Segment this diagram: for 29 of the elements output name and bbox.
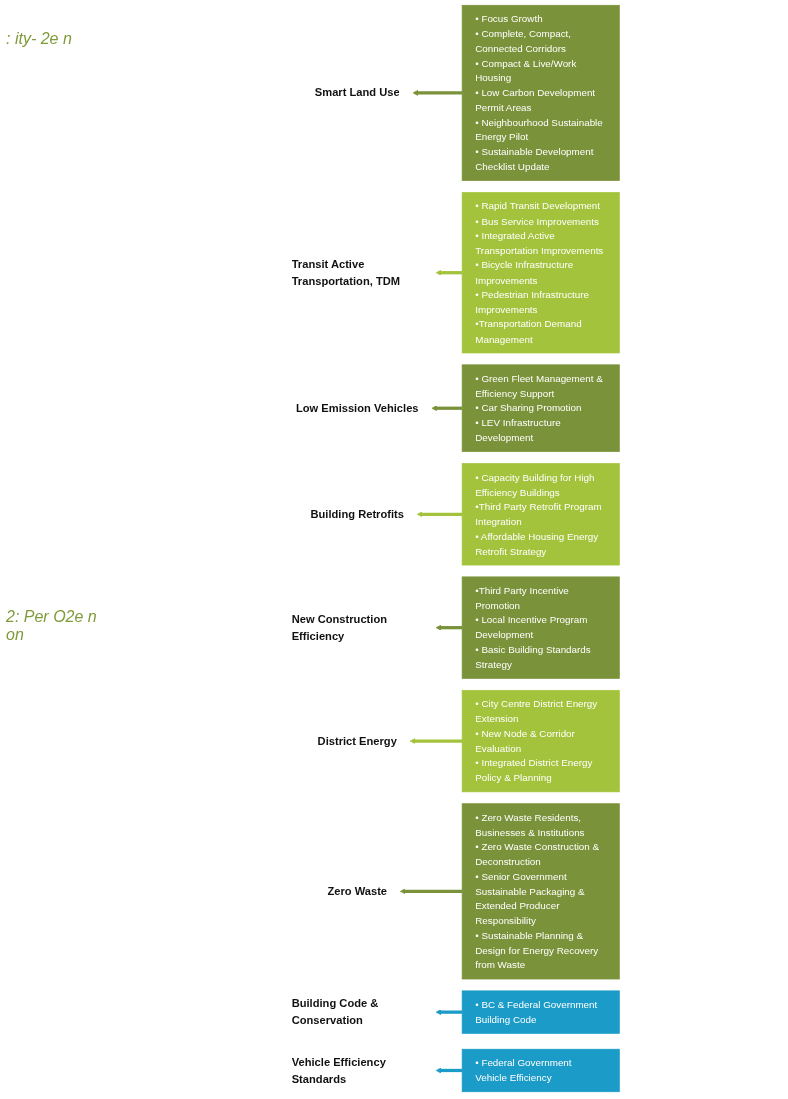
arrow [435, 1067, 463, 1074]
node-box: • BC & Federal Government Building Code [461, 990, 620, 1034]
node-box: • City Centre District Energy Extension • New Node & Corridor Evaluation • Integrated District Energy Policy & Planning [461, 689, 620, 793]
node-text: Vehicle Efficiency Standards [291, 1055, 386, 1085]
note-text: : ity- 2e n [6, 30, 73, 48]
arrow [435, 269, 463, 276]
arrow [409, 738, 463, 744]
node-box: • Green Fleet Management & Efficiency Support • Car Sharing Promotion • LEV Infrastructure Development [461, 364, 620, 452]
node-text: Building Code & Conservation [291, 997, 379, 1027]
node-box: • Rapid Transit Development • Bus Service Improvements • Integrated Active Transportation Improvements • Bicycle Infrastructure Improvements • Pedestrian Infrastructure Improvements •Transportation Demand Management [461, 192, 620, 354]
node-box: • Capacity Building for High Efficiency Buildings •Third Party Retrofit Program Integration • Affordable Housing Energy Retrofit Strategy [461, 463, 620, 566]
note-text: 2: Per O2e n on [6, 608, 98, 644]
node-text: District Energy [317, 734, 397, 748]
arrow [399, 888, 463, 895]
node-text: Zero Waste [327, 884, 388, 898]
node-box: •Third Party Incentive Promotion • Local Incentive Program Development • Basic Building Standards Strategy [461, 576, 620, 679]
arrow [431, 405, 463, 412]
node-box: • Focus Growth • Complete, Compact, Connected Corridors • Compact & Live/Work Housing • Low Carbon Development Permit Areas • Neighbourhood Sustainable Energy Pilot • Sustainable Development Checklist Update [461, 4, 620, 181]
node-text: New Construction Efficiency [291, 612, 388, 643]
arrow [416, 511, 463, 518]
node-text: Building Retrofits [310, 507, 404, 521]
arrow [412, 90, 463, 96]
node-text: Smart Land Use [314, 86, 400, 99]
node-box: • Zero Waste Residents, Businesses & Institutions • Zero Waste Construction & Deconstruction • Senior Government Sustainable Packaging & Extended Producer Responsibility • Sustainable Planning & Design for Energy Recovery from Waste [461, 803, 620, 980]
node-text: Low Emission Vehicles [295, 401, 419, 415]
node-text: Transit Active Transportation, TDM [291, 257, 401, 288]
arrow [435, 1009, 463, 1016]
arrow [435, 624, 463, 631]
node-box: • Federal Government Vehicle Efficiency [461, 1048, 620, 1093]
